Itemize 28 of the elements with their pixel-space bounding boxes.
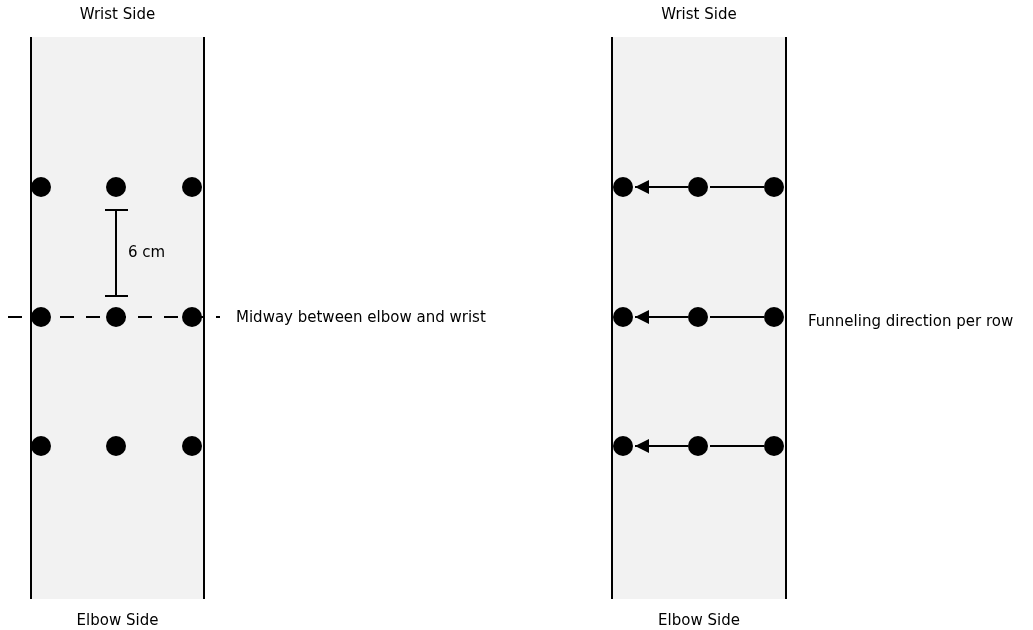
electrode-dot — [688, 177, 708, 197]
electrode-dot — [613, 177, 633, 197]
dimension-label: 6 cm — [128, 243, 166, 261]
electrode-dot — [688, 436, 708, 456]
electrode-dot — [613, 436, 633, 456]
electrode-dot — [613, 307, 633, 327]
electrode-dot — [764, 177, 784, 197]
midline-label: Midway between elbow and wrist — [236, 308, 486, 326]
electrode-dot — [182, 436, 202, 456]
top-side-label: Wrist Side — [79, 5, 156, 23]
electrode-dot — [106, 307, 126, 327]
top-side-label: Wrist Side — [661, 5, 737, 23]
bottom-side-label: Elbow Side — [76, 611, 159, 629]
electrode-dot — [182, 307, 202, 327]
electrode-dot — [31, 436, 51, 456]
electrode-dot — [31, 177, 51, 197]
arrow — [634, 310, 689, 324]
electrode-dot — [182, 177, 202, 197]
arrow — [634, 439, 689, 453]
electrode-dot — [106, 177, 126, 197]
electrode-dot — [106, 436, 126, 456]
bottom-side-label: Elbow Side — [658, 611, 740, 629]
electrode-dot — [31, 307, 51, 327]
electrode-dot — [764, 436, 784, 456]
row-note: Funneling direction per row — [808, 312, 1014, 330]
electrode-dot — [764, 307, 784, 327]
electrode-dot — [688, 307, 708, 327]
arrow — [634, 180, 689, 194]
